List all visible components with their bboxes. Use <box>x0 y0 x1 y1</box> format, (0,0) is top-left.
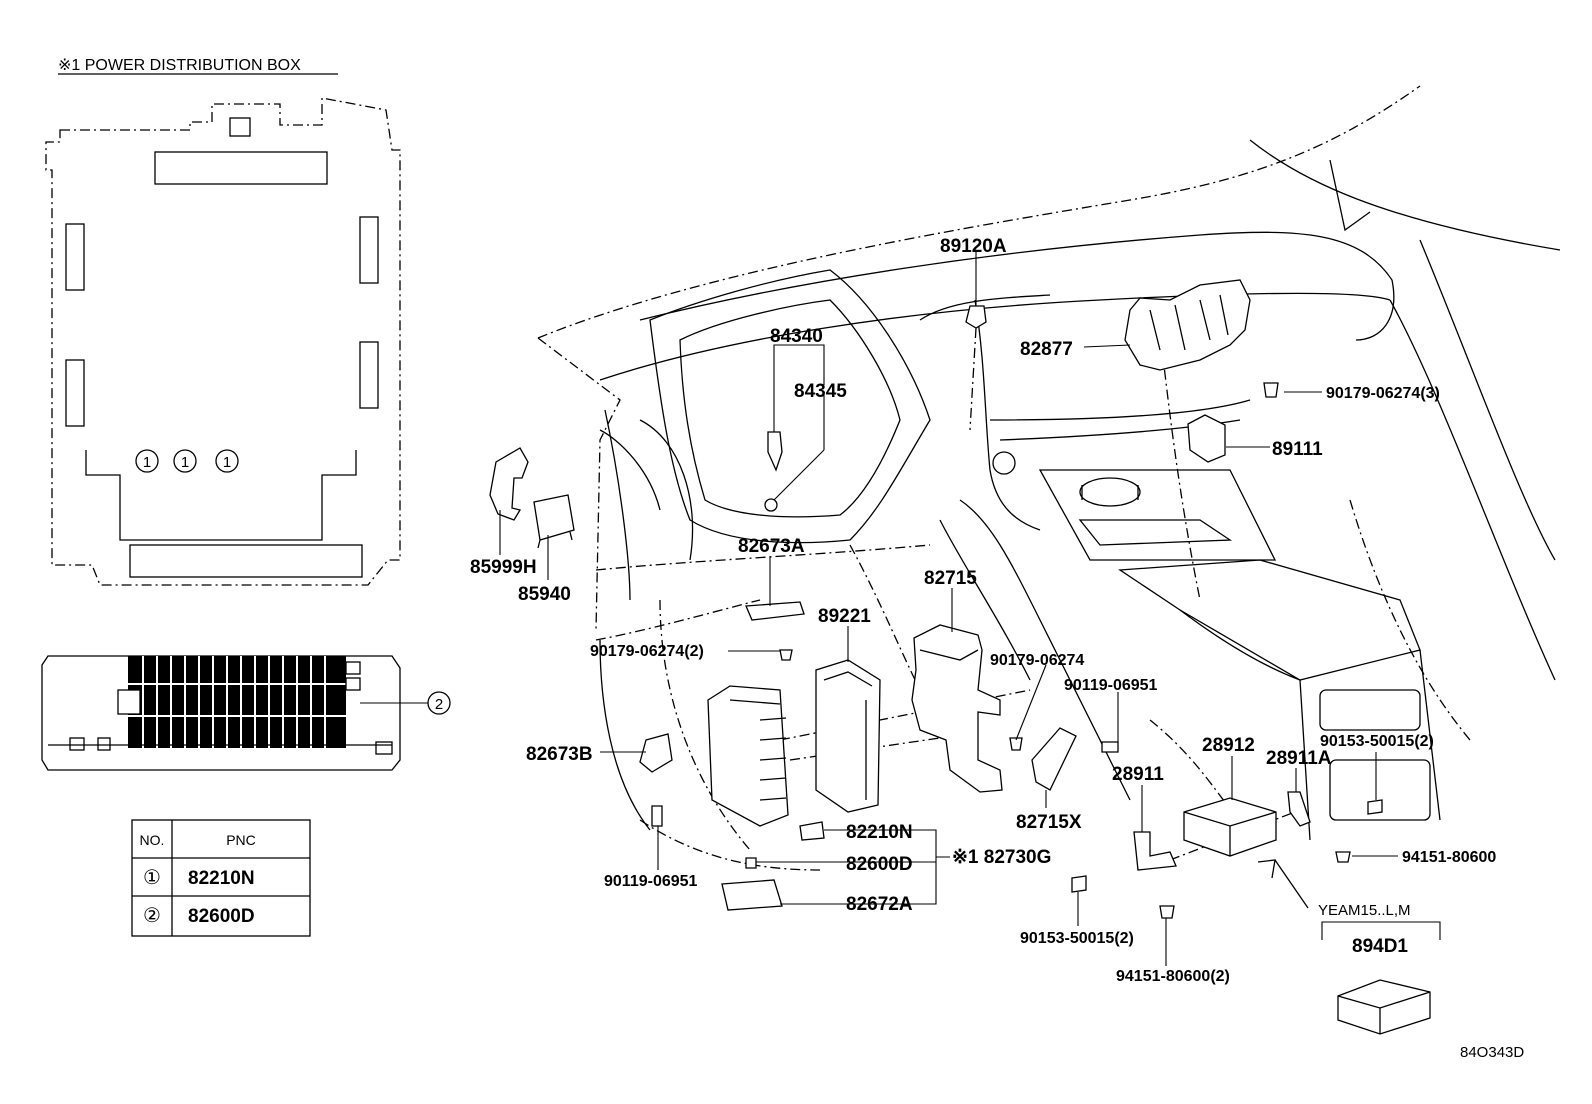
label-94151-80600: 94151-80600 <box>1402 849 1496 866</box>
diagram-title: ※1 POWER DISTRIBUTION BOX <box>58 57 301 74</box>
label-82672A: 82672A <box>846 894 913 915</box>
table-header-pnc: PNC <box>226 832 256 848</box>
callout-1-group: 1 1 1 <box>135 449 239 473</box>
callout-2: 2 <box>435 696 443 713</box>
label-90153-50015-2-right: 90153-50015(2) <box>1320 733 1434 750</box>
callout-1: 1 <box>143 454 151 471</box>
label-yeam-variant: YEAM15..L,M <box>1318 902 1411 919</box>
label-82673B: 82673B <box>526 744 593 765</box>
label-90153-50015-2-left: 90153-50015(2) <box>1020 930 1134 947</box>
table-row-no: ① <box>143 867 161 889</box>
leader-lines <box>499 252 1441 966</box>
part-labels: 89120A 82877 90179-06274(3) 89111 84340 … <box>470 236 1496 985</box>
label-84345: 84345 <box>794 381 847 402</box>
parts-drawings <box>489 279 1431 1035</box>
callout-1: 1 <box>223 454 231 471</box>
label-89120A: 89120A <box>940 236 1007 257</box>
label-90179-06274-2: 90179-06274(2) <box>590 643 704 660</box>
pnc-table: NO. PNC ① 82210N ② 82600D <box>131 819 311 937</box>
label-82673A: 82673A <box>738 536 805 557</box>
table-row-no: ② <box>143 905 161 927</box>
label-82715X: 82715X <box>1016 812 1082 833</box>
label-89111: 89111 <box>1272 439 1323 460</box>
label-82715: 82715 <box>924 568 977 589</box>
label-82877: 82877 <box>1020 339 1073 360</box>
label-85999H: 85999H <box>470 557 537 578</box>
table-row-pnc: 82210N <box>188 868 255 889</box>
table-row-pnc: 82600D <box>188 906 255 927</box>
label-894D1: 894D1 <box>1352 936 1408 957</box>
callout-1: 1 <box>181 454 189 471</box>
table-header-no: NO. <box>140 832 165 848</box>
label-82730G: ※1 82730G <box>952 847 1051 868</box>
label-90179-06274: 90179-06274 <box>990 652 1084 669</box>
label-90119-06951-left: 90119-06951 <box>604 873 698 890</box>
power-distribution-box-side-drawing: 2 <box>41 655 451 771</box>
label-28912: 28912 <box>1202 735 1255 756</box>
label-85940: 85940 <box>518 584 571 605</box>
label-28911: 28911 <box>1112 764 1164 785</box>
label-90119-06951-right: 90119-06951 <box>1064 677 1158 694</box>
label-28911A: 28911A <box>1266 748 1332 769</box>
label-82600D: 82600D <box>846 854 913 875</box>
power-distribution-box-drawing: 1 1 1 <box>45 97 401 586</box>
label-84340: 84340 <box>770 326 823 347</box>
label-94151-80600-2: 94151-80600(2) <box>1116 968 1230 985</box>
label-90179-06274-3: 90179-06274(3) <box>1326 385 1440 402</box>
label-82210N: 82210N <box>846 822 913 843</box>
label-89221: 89221 <box>818 606 871 627</box>
diagram-code: 84O343D <box>1460 1044 1524 1061</box>
